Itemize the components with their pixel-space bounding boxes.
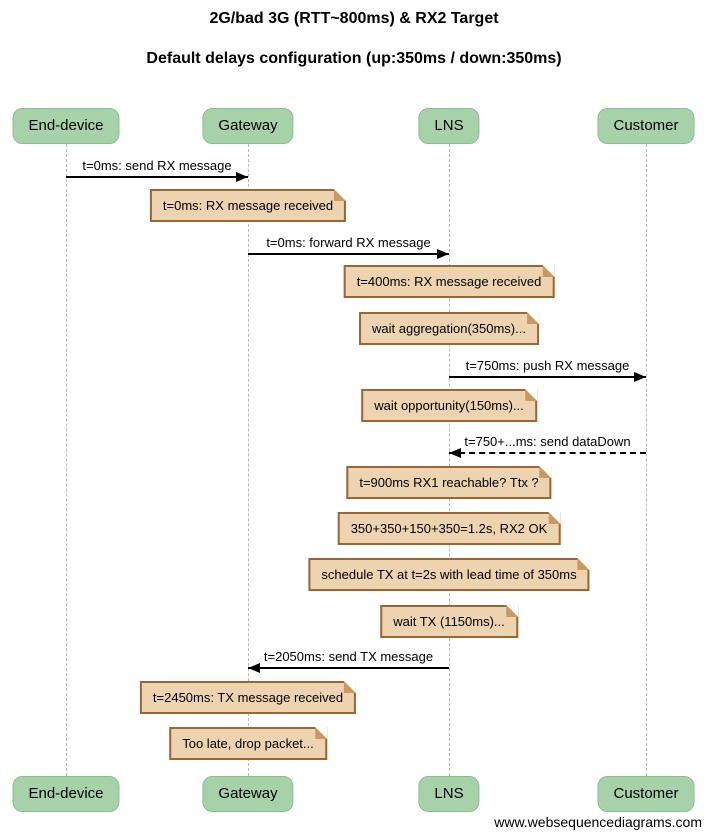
lifeline-end-device bbox=[66, 144, 67, 776]
diagram-subtitle: Default delays configuration (up:350ms /… bbox=[146, 50, 562, 67]
message-line bbox=[449, 376, 646, 378]
message-line bbox=[449, 452, 646, 454]
note-gateway: Too late, drop packet... bbox=[169, 727, 327, 760]
arrowhead-left-icon bbox=[248, 663, 260, 673]
note-lns: wait TX (1150ms)... bbox=[380, 605, 518, 638]
note-gateway: t=0ms: RX message received bbox=[149, 189, 347, 222]
message-line bbox=[248, 253, 449, 255]
message-label: t=2050ms: send TX message bbox=[263, 649, 434, 664]
actor-lns-top: LNS bbox=[418, 108, 480, 144]
actor-customer-top: Customer bbox=[597, 108, 695, 144]
message-label: t=0ms: forward RX message bbox=[266, 235, 431, 250]
actor-gateway-bottom: Gateway bbox=[202, 776, 294, 812]
diagram-title: 2G/bad 3G (RTT~800ms) & RX2 Target bbox=[209, 10, 499, 27]
message-label: t=750ms: push RX message bbox=[465, 358, 630, 373]
note-lns: wait opportunity(150ms)... bbox=[361, 389, 537, 422]
note-lns: t=900ms RX1 reachable? Ttx ? bbox=[346, 466, 553, 499]
actor-customer-bottom: Customer bbox=[597, 776, 695, 812]
actor-end-device-top: End-device bbox=[12, 108, 120, 144]
message-label: t=750+...ms: send dataDown bbox=[464, 434, 631, 449]
note-lns: 350+350+150+350=1.2s, RX2 OK bbox=[337, 512, 561, 545]
actor-gateway-top: Gateway bbox=[202, 108, 294, 144]
note-lns: schedule TX at t=2s with lead time of 35… bbox=[308, 558, 590, 591]
message-label: t=0ms: send RX message bbox=[82, 158, 232, 173]
message-line bbox=[248, 667, 449, 669]
note-lns: t=400ms: RX message received bbox=[343, 265, 555, 298]
lifeline-gateway bbox=[248, 144, 249, 776]
watermark: www.websequencediagrams.com bbox=[494, 814, 702, 830]
lifeline-lns bbox=[449, 144, 450, 776]
arrowhead-right-icon bbox=[437, 249, 449, 259]
actor-end-device-bottom: End-device bbox=[12, 776, 120, 812]
arrowhead-left-icon bbox=[449, 448, 461, 458]
arrowhead-right-icon bbox=[634, 372, 646, 382]
note-gateway: t=2450ms: TX message received bbox=[139, 681, 357, 714]
note-lns: wait aggregation(350ms)... bbox=[359, 312, 539, 345]
message-line bbox=[66, 176, 248, 178]
lifeline-customer bbox=[646, 144, 647, 776]
actor-lns-bottom: LNS bbox=[418, 776, 480, 812]
arrowhead-right-icon bbox=[236, 172, 248, 182]
